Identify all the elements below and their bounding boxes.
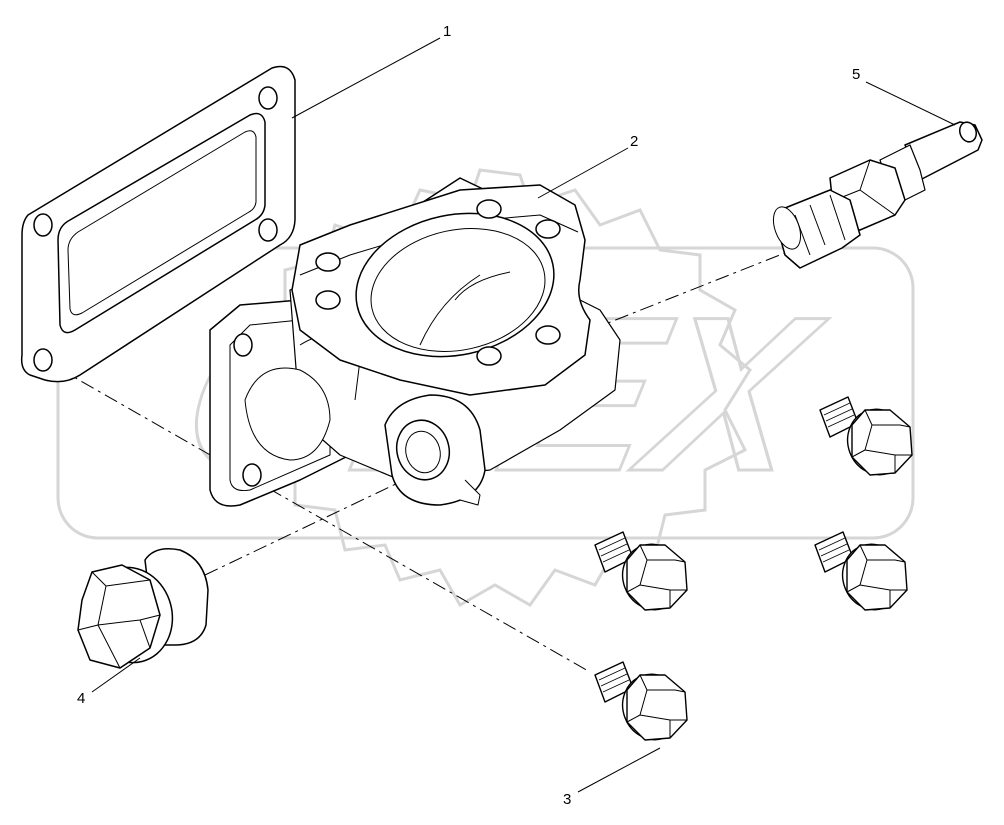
leader-line-1 <box>291 37 441 119</box>
callout-label-5: 5 <box>852 66 860 83</box>
leader-lines <box>91 37 956 793</box>
callout-label-1: 1 <box>443 23 451 40</box>
callout-label-3: 3 <box>563 791 571 808</box>
bolt-4 <box>594 661 688 741</box>
callout-label-4: 4 <box>77 690 85 707</box>
bolt-1 <box>819 396 913 476</box>
thermostat-housing <box>209 177 621 507</box>
leader-line-3 <box>577 747 661 793</box>
bolt-2 <box>594 531 688 611</box>
leader-line-2 <box>537 147 629 199</box>
temperature-sensor <box>772 121 983 269</box>
callout-label-2: 2 <box>630 133 638 150</box>
alignment-lines <box>57 244 806 673</box>
flange-bolt-icon <box>594 396 913 741</box>
leader-line-4 <box>91 657 141 693</box>
drain-plug <box>77 548 209 669</box>
bolt-3 <box>814 531 908 611</box>
gasket <box>20 65 296 383</box>
leader-line-5 <box>865 81 956 126</box>
